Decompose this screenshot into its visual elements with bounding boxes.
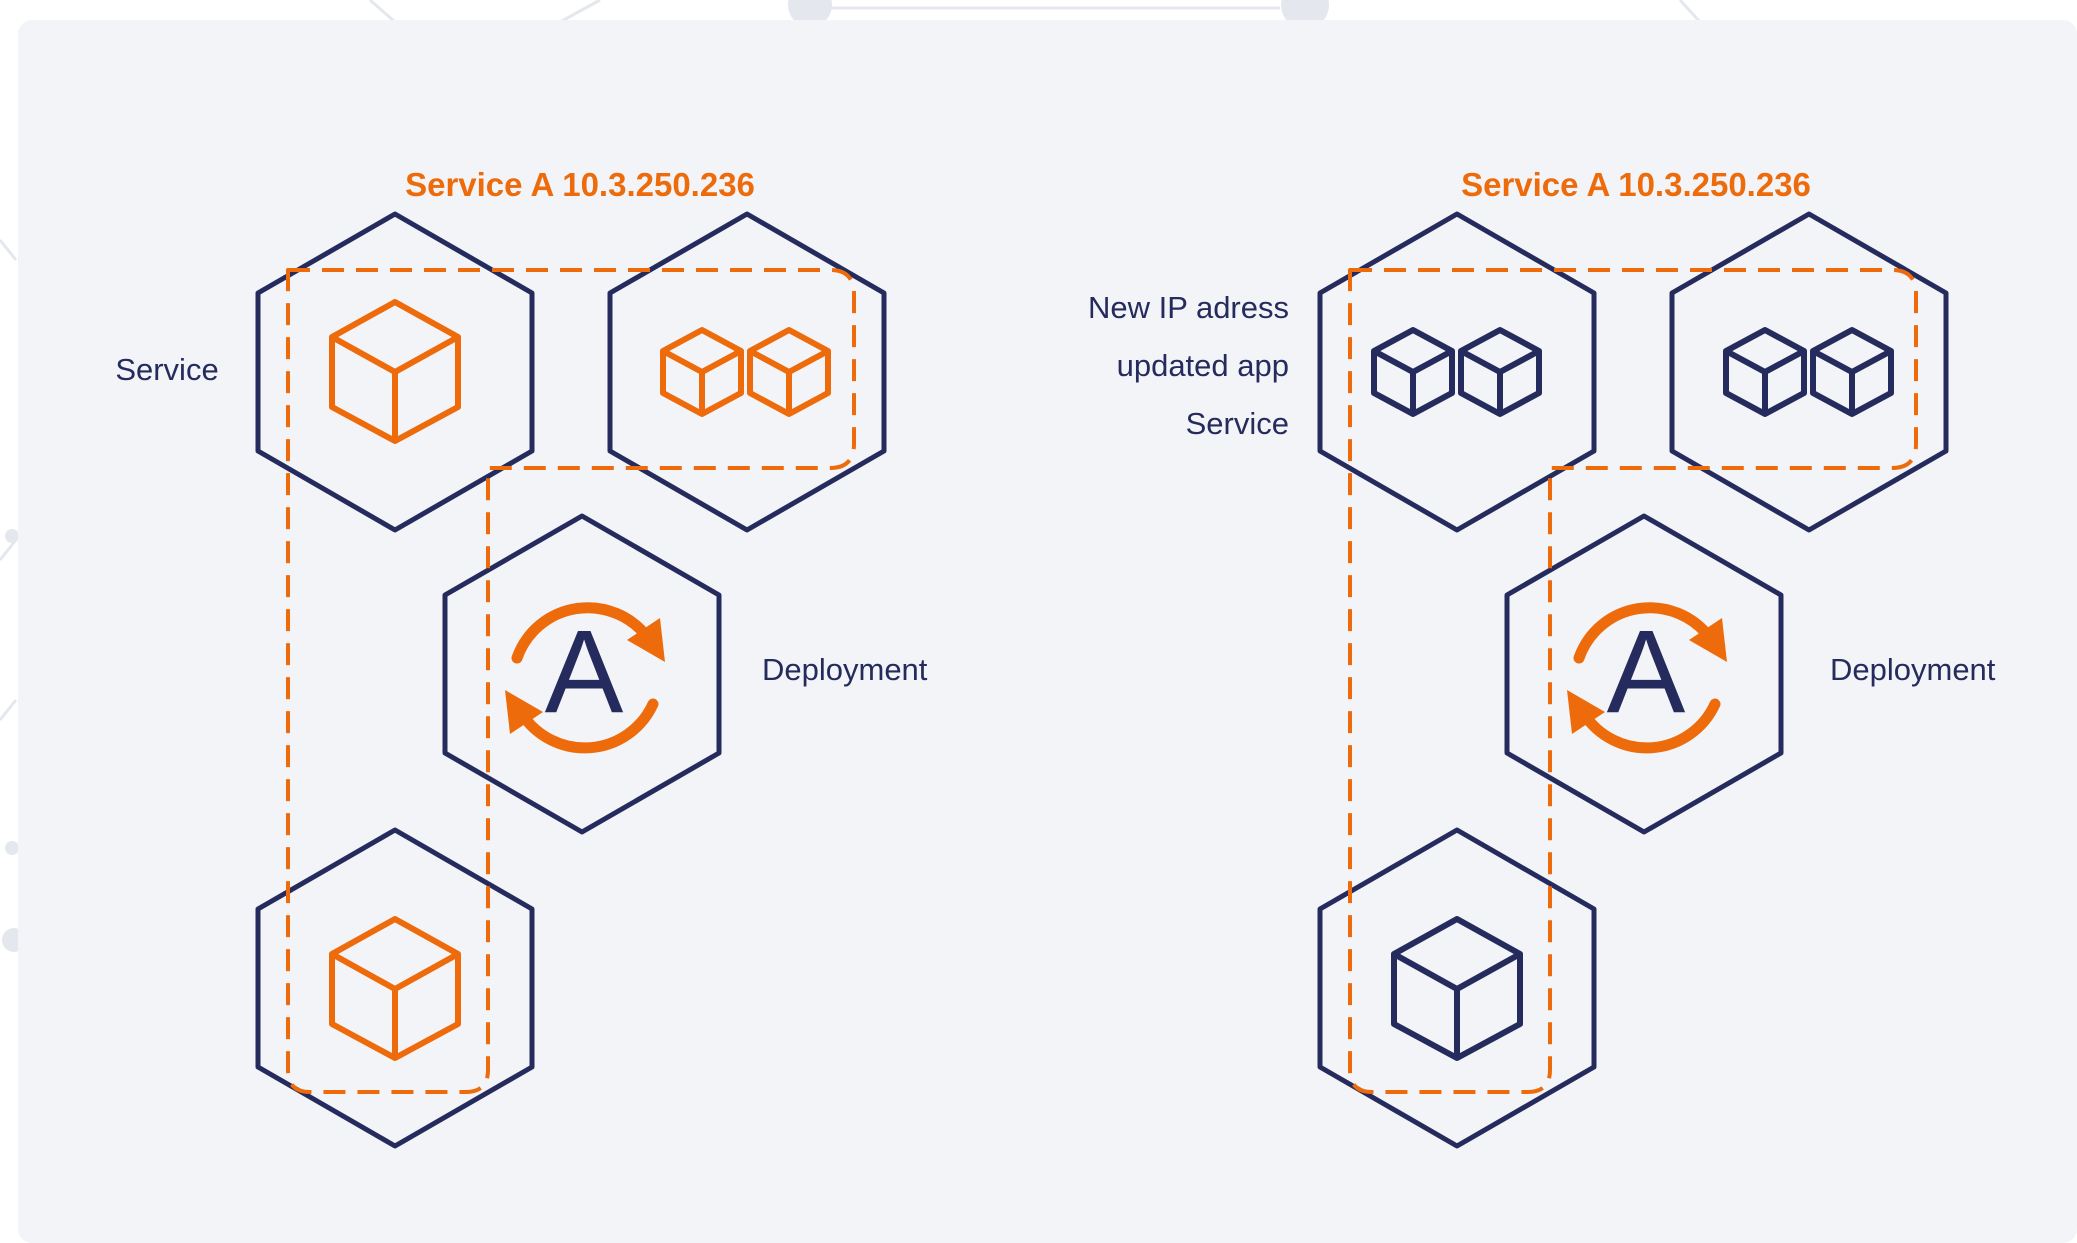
left-diagram: A Service A 10.3.250.236 Service Deploym… [115,166,928,1146]
sync-arrowhead-icon [1689,618,1727,662]
deployment-letter: A [1607,606,1686,738]
new-service-label-line-2: updated app [1117,348,1289,383]
deployment-label: Deployment [762,652,928,687]
background-network-decoration [0,0,1702,952]
service-group-dashed-outline [286,268,856,1094]
service-title: Service A 10.3.250.236 [1461,166,1811,203]
diagram-panel [18,20,2077,1243]
new-service-label-line-3: Service [1186,406,1289,441]
sync-arrowhead-icon [505,690,543,734]
service-label: Service [115,352,218,387]
deployment-letter: A [545,606,624,738]
sync-arrowhead-icon [627,618,665,662]
sync-arrowhead-icon [1567,690,1605,734]
service-group-dashed-outline [1348,268,1918,1094]
new-service-label-line-1: New IP adress [1088,290,1289,325]
right-diagram: A Service A 10.3.250.236 New IP adress u… [1088,166,1996,1146]
deployment-label: Deployment [1830,652,1996,687]
service-title: Service A 10.3.250.236 [405,166,755,203]
